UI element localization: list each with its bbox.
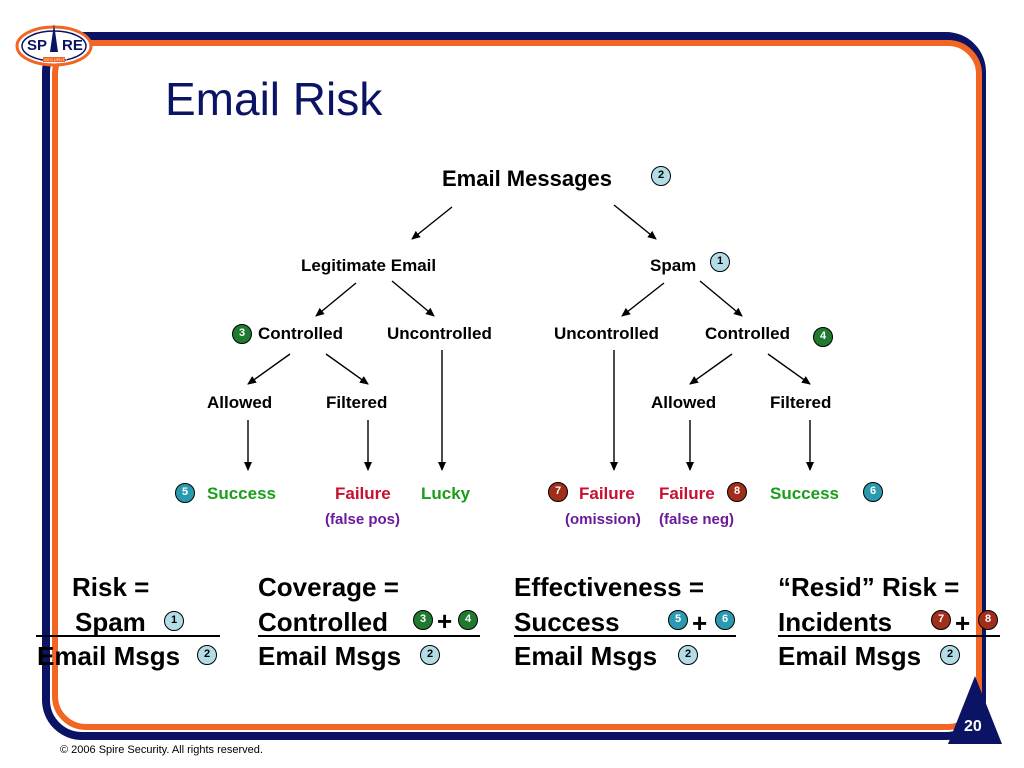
slide-frame-inner [52,40,982,730]
node-controlled-right: Controlled [705,324,790,343]
node-email-messages: Email Messages [442,166,612,191]
note-false-pos: (false pos) [325,511,401,528]
fraction-bar-risk [36,635,220,637]
node-failure-right: Failure [659,484,715,503]
page-number-triangle [948,676,1002,744]
node-failure-omission: Failure [579,484,635,503]
badge-4: 4 [458,610,478,630]
node-allowed-right: Allowed [651,393,717,412]
badge-2: 2 [197,645,217,665]
badge-8: 8 [978,610,998,630]
formula-effectiveness-denominator: Email Msgs [514,641,658,671]
logo-subtext: SECURITY [44,57,69,62]
badge-3: 3 [413,610,433,630]
badge-2: 2 [420,645,440,665]
badge-2: 2 [651,166,671,186]
logo-text-left: SP [27,37,48,54]
formula-risk-label: Risk = [72,572,150,602]
node-success-right: Success [770,484,839,503]
formula-effectiveness-plus: + [692,608,708,638]
badge-5: 5 [668,610,688,630]
node-spam: Spam [650,256,697,275]
slide-title: Email Risk [165,73,383,125]
note-omission: (omission) [565,511,641,528]
badge-6: 6 [715,610,735,630]
node-legitimate-email: Legitimate Email [301,256,437,275]
badge-7: 7 [931,610,951,630]
formula-effectiveness-label: Effectiveness = [514,572,705,602]
copyright-notice: © 2006 Spire Security. All rights reserv… [60,744,263,756]
note-false-neg: (false neg) [659,511,735,528]
node-allowed-left: Allowed [207,393,273,412]
badge-4: 4 [813,327,833,347]
node-controlled-left: Controlled [258,324,343,343]
formula-risk-denominator: Email Msgs [37,641,181,671]
badge-2: 2 [940,645,960,665]
fraction-bar-effectiveness [514,635,736,637]
formula-coverage-plus: + [437,606,453,636]
node-failure-left: Failure [335,484,391,503]
node-success-left: Success [207,484,276,503]
badge-7: 7 [548,482,568,502]
formula-effectiveness-numerator: Success [514,607,620,637]
logo-text-right: RE [62,37,83,54]
spire-logo: SP RE SECURITY [15,22,93,68]
badge-8: 8 [727,482,747,502]
node-filtered-right: Filtered [770,393,832,412]
fraction-bar-coverage [258,635,480,637]
node-filtered-left: Filtered [326,393,388,412]
badge-2: 2 [678,645,698,665]
formula-coverage-denominator: Email Msgs [258,641,402,671]
formula-risk-numerator: Spam [75,607,146,637]
formula-resid-plus: + [955,608,971,638]
fraction-bar-resid [778,635,1000,637]
badge-1: 1 [164,611,184,631]
formula-coverage-numerator: Controlled [258,607,388,637]
node-uncontrolled-left: Uncontrolled [387,324,492,343]
formula-coverage-label: Coverage = [258,572,399,602]
formula-resid-label: “Resid” Risk = [778,572,960,602]
formula-resid-denominator: Email Msgs [778,641,922,671]
node-lucky: Lucky [421,484,471,503]
badge-6: 6 [863,482,883,502]
page-number: 20 [964,718,982,735]
badge-1: 1 [710,252,730,272]
badge-5: 5 [175,483,195,503]
node-uncontrolled-right: Uncontrolled [554,324,659,343]
badge-3: 3 [232,324,252,344]
formula-resid-numerator: Incidents [778,607,893,637]
